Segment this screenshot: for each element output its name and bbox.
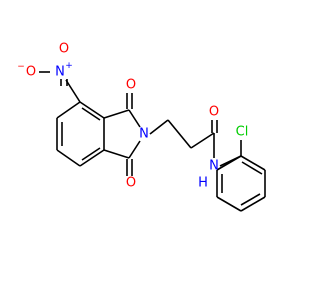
atom-nitro-nitrogen-charge: + — [65, 61, 73, 71]
molecule-structure: O − N + O O N O O N H Cl — [17, 42, 266, 212]
bond-ch2-to-ch2 — [167, 119, 192, 149]
bond-ring2-bottom-left — [216, 196, 242, 212]
bond-ring1-bottom-right — [79, 149, 105, 167]
atom-imide-oxygen-bottom: O — [126, 176, 136, 191]
bond-ring1-top-right-inner — [81, 107, 101, 121]
bond-ring1-top-left — [56, 101, 81, 119]
bond-ring1-bottom-left — [56, 149, 81, 167]
atom-nitro-oxygen-single-charge: − — [17, 62, 25, 72]
bond-imide-top-n — [128, 109, 141, 128]
atom-nitro-oxygen-single: O — [26, 65, 36, 80]
atom-amide-nitrogen: N — [209, 159, 219, 174]
bond-ring1-bottom-right-inner — [81, 147, 101, 161]
atom-label-layer: O − N + O O N O O N H Cl — [17, 42, 248, 191]
bond-ring2-bottom-right — [240, 196, 266, 212]
bond-nitro-to-ring — [65, 79, 81, 103]
bond-layer — [39, 71, 266, 212]
bond-n-to-ch2 — [149, 119, 169, 135]
bond-ring2-top-inner — [241, 161, 263, 175]
bond-imide-c-bottom — [103, 149, 130, 159]
atom-imide-nitrogen: N — [139, 127, 149, 142]
bond-ring2-top — [240, 155, 266, 171]
atom-nitro-oxygen-double: O — [59, 42, 69, 57]
bond-ring2-upper-left — [216, 155, 242, 171]
atom-amide-hydrogen: H — [198, 176, 208, 191]
atom-imide-oxygen-top: O — [126, 78, 136, 93]
bond-imide-bottom-n — [128, 140, 141, 159]
atom-chlorine: Cl — [236, 125, 249, 140]
bond-ring2-bottom-right-inner — [240, 193, 261, 206]
atom-nitro-nitrogen: N — [55, 65, 65, 80]
atom-amide-oxygen: O — [209, 105, 219, 120]
bond-imide-c-top — [103, 109, 130, 119]
bond-ch2-to-co — [190, 132, 215, 149]
bond-ring1-top-right — [79, 101, 105, 119]
